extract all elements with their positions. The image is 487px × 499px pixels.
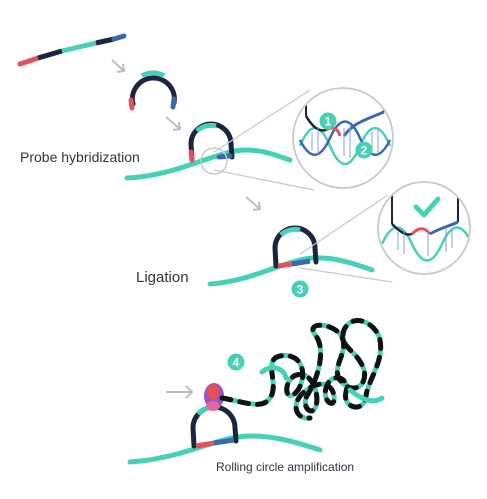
ligation-label: Ligation: [136, 269, 189, 286]
linear-probe: [17, 33, 127, 67]
step-two-number: 2: [361, 144, 368, 158]
zoom-line: [213, 169, 315, 191]
zoom-line: [299, 267, 393, 283]
magnifier-circle-icon: [200, 147, 228, 175]
polymerase-enzyme: [204, 383, 224, 411]
step-three-number: 3: [297, 283, 304, 297]
rca-product-strand: [219, 318, 385, 421]
ligated-probe: [272, 225, 319, 269]
step-one-number: 1: [325, 115, 332, 129]
zoom-circle-hybridization: 1 2: [292, 87, 394, 189]
step-four-number: 4: [233, 356, 240, 370]
hybridization-target-strand: [124, 147, 293, 181]
padlock-probe: [128, 70, 177, 111]
arrow-icon: [166, 385, 194, 399]
zoom-line: [299, 194, 389, 255]
arrow-icon: [245, 196, 262, 211]
arrow-icon: [165, 116, 182, 131]
probe-hybridization-label: Probe hybridization: [20, 149, 140, 165]
zoom-circle-ligation: [377, 181, 471, 275]
rca-circular-probe: [190, 404, 239, 449]
arrow-icon: [111, 59, 126, 73]
zoom-line: [213, 89, 311, 153]
rolling-circle-amplification-label: Rolling circle amplification: [216, 460, 354, 474]
hybridization-probe: [188, 121, 235, 163]
ligation-target-strand: [207, 255, 375, 287]
checkmark-icon: [413, 196, 441, 218]
